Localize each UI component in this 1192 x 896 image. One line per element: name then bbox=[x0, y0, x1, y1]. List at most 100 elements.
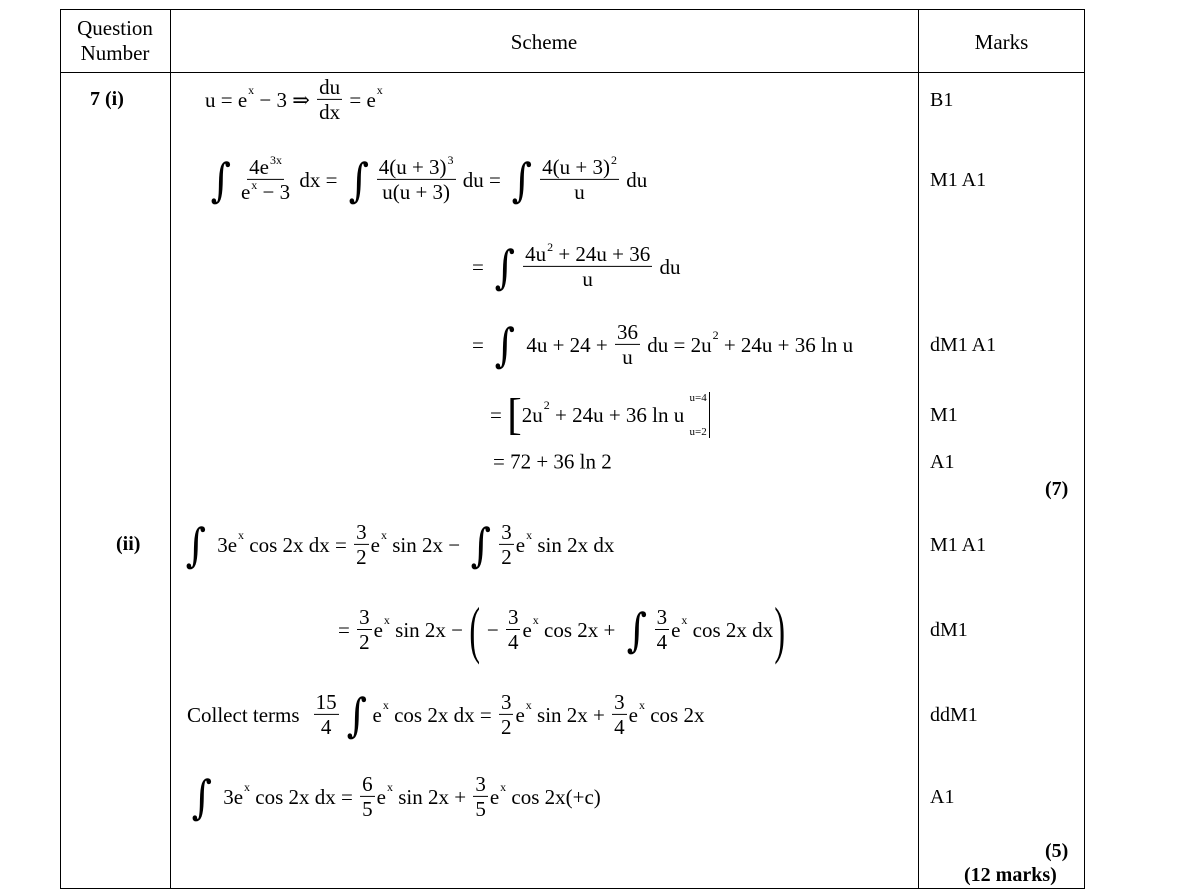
numerator: du bbox=[317, 75, 343, 100]
denominator: 5 bbox=[473, 797, 488, 821]
numerator: 4(u + 3)2 bbox=[540, 152, 619, 180]
math-text: u(u + 3) bbox=[382, 179, 451, 204]
math-text: = 72 + 36 ln 2 bbox=[493, 449, 612, 474]
numerator: 3 bbox=[505, 605, 521, 630]
math-text: e bbox=[522, 617, 532, 642]
denominator: 4 bbox=[612, 715, 627, 739]
math-text: e bbox=[628, 702, 638, 727]
numerator: 3 bbox=[498, 690, 514, 715]
superscript: x bbox=[251, 177, 258, 192]
column-divider bbox=[918, 9, 919, 889]
superscript: x bbox=[638, 697, 645, 712]
math-text: cos 2x + bbox=[538, 617, 621, 642]
math-text: sin 2x − bbox=[389, 617, 469, 642]
numerator: 4u2 + 24u + 36 bbox=[523, 240, 653, 267]
integral-sign: ∫ bbox=[348, 152, 369, 207]
math-text: du bbox=[620, 167, 648, 192]
bracket: [ bbox=[507, 390, 522, 439]
superscript: 3 bbox=[447, 152, 454, 167]
superscript: 3x bbox=[269, 152, 282, 167]
superscript: x bbox=[681, 612, 688, 627]
big-parenthesis: ) bbox=[774, 594, 786, 665]
math-text: cos 2x dx = bbox=[244, 532, 353, 557]
math-text: 3e bbox=[211, 532, 238, 557]
math-text: 3 bbox=[656, 604, 668, 629]
header-question-number: Question Number bbox=[77, 16, 153, 66]
math-text: cos 2x dx = bbox=[388, 702, 497, 727]
math-text: sin 2x − bbox=[386, 532, 466, 557]
math-text: = bbox=[472, 254, 490, 279]
mark-code: M1 A1 bbox=[930, 169, 987, 191]
mark-code: B1 bbox=[930, 89, 954, 111]
superscript: x bbox=[244, 779, 251, 794]
integral-sign: ∫ bbox=[346, 687, 367, 742]
integral-sign: ∫ bbox=[494, 239, 516, 294]
math-text: 4 bbox=[507, 629, 519, 654]
integral-sign: ∫ bbox=[185, 517, 207, 572]
math-text: sin 2x + bbox=[392, 784, 472, 809]
header-scheme: Scheme bbox=[510, 30, 578, 54]
superscript: 2 bbox=[610, 152, 617, 167]
math-text: 3 bbox=[359, 604, 370, 629]
math-text: = bbox=[338, 617, 356, 642]
math-text: 4 bbox=[614, 714, 625, 739]
math-text: 2 bbox=[359, 629, 370, 654]
math-text: u bbox=[574, 179, 585, 204]
math-text: 4u bbox=[525, 241, 547, 266]
numerator: 3 bbox=[354, 519, 369, 545]
math-text: + 24u + 36 bbox=[553, 241, 651, 266]
question-label-7i: 7 (i) bbox=[90, 88, 124, 110]
math-text: 3 bbox=[356, 519, 367, 544]
math-text: 3e bbox=[217, 784, 244, 809]
math-text: e bbox=[515, 702, 525, 727]
total-marks: (12 marks) bbox=[964, 864, 1057, 886]
math-text: du bbox=[654, 254, 681, 279]
integral-sign: ∫ bbox=[511, 152, 533, 207]
math-text: 2 bbox=[501, 544, 512, 569]
math-text: − 3 bbox=[257, 179, 291, 204]
math-text: cos 2x dx = bbox=[250, 784, 359, 809]
integral-sign: ∫ bbox=[471, 517, 492, 572]
math-text: − 3 ⇒ bbox=[254, 87, 316, 112]
big-parenthesis: ( bbox=[469, 594, 481, 665]
denominator: 2 bbox=[499, 715, 514, 739]
math-text: + 24u + 36 ln u bbox=[549, 402, 690, 427]
superscript: x bbox=[238, 527, 245, 542]
math-text: 4(u + 3) bbox=[378, 154, 447, 179]
math-text: e bbox=[372, 702, 382, 727]
math-text: cos 2x(+c) bbox=[506, 784, 601, 809]
math-text: u bbox=[582, 266, 593, 291]
numerator: 15 bbox=[313, 690, 339, 715]
integral-sign: ∫ bbox=[210, 152, 232, 207]
math-text: 4e bbox=[249, 154, 269, 179]
integral-sign: ∫ bbox=[626, 603, 647, 657]
question-label-ii: (ii) bbox=[116, 533, 141, 555]
denominator: ex − 3 bbox=[239, 177, 292, 204]
math-text: cos 2x bbox=[644, 702, 705, 727]
math-text: du = 2u bbox=[642, 332, 712, 357]
math-text: dx bbox=[319, 99, 341, 124]
math-text: 4 bbox=[656, 629, 668, 654]
numerator: 4(u + 3)3 bbox=[376, 152, 456, 180]
math-text: 2u bbox=[521, 402, 543, 427]
math-text: 3 bbox=[475, 771, 486, 796]
math-text: 2 bbox=[500, 714, 512, 739]
numerator: 3 bbox=[473, 771, 488, 797]
numerator: 4e3x bbox=[247, 152, 284, 180]
numerator: 3 bbox=[612, 690, 627, 715]
line-prefix: Collect terms bbox=[187, 702, 300, 727]
math-text: sin 2x + bbox=[531, 702, 611, 727]
